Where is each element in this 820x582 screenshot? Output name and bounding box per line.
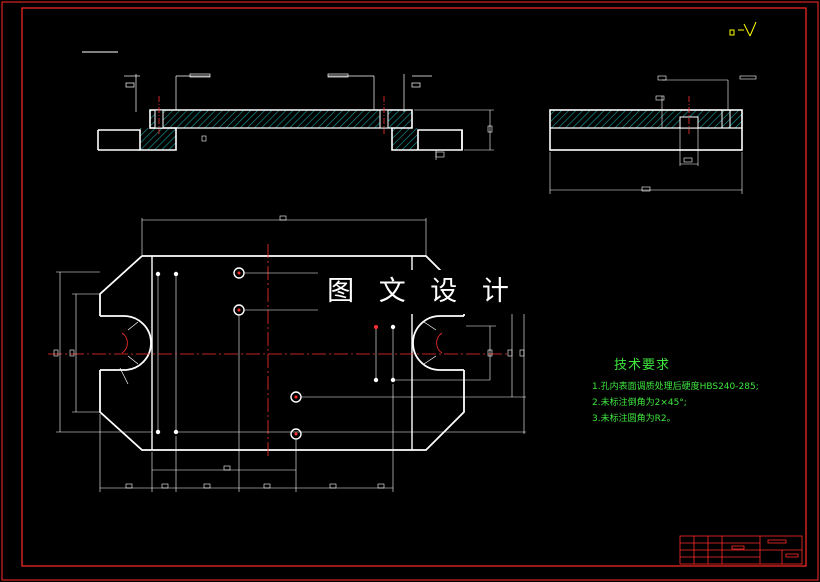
requirement-line-1: 1.孔内表面调质处理后硬度HBS240-285; [592,382,759,392]
watermark: 图 文 设 计 [318,270,526,314]
side-section-view [549,75,757,194]
requirement-line-2: 2.未标注倒角为2×45°; [592,398,687,408]
requirement-line-3: 3.未标注圆角为R2。 [592,414,676,424]
front-section-view [97,73,494,160]
inner-frame [21,7,807,567]
technical-requirements: 技术要求 1.孔内表面调质处理后硬度HBS240-285; 2.未标注倒角为2×… [592,354,759,427]
technical-requirements-title: 技术要求 [614,358,671,373]
surface-finish-icon [729,21,757,37]
plan-view [48,215,526,492]
title-block [679,535,803,565]
